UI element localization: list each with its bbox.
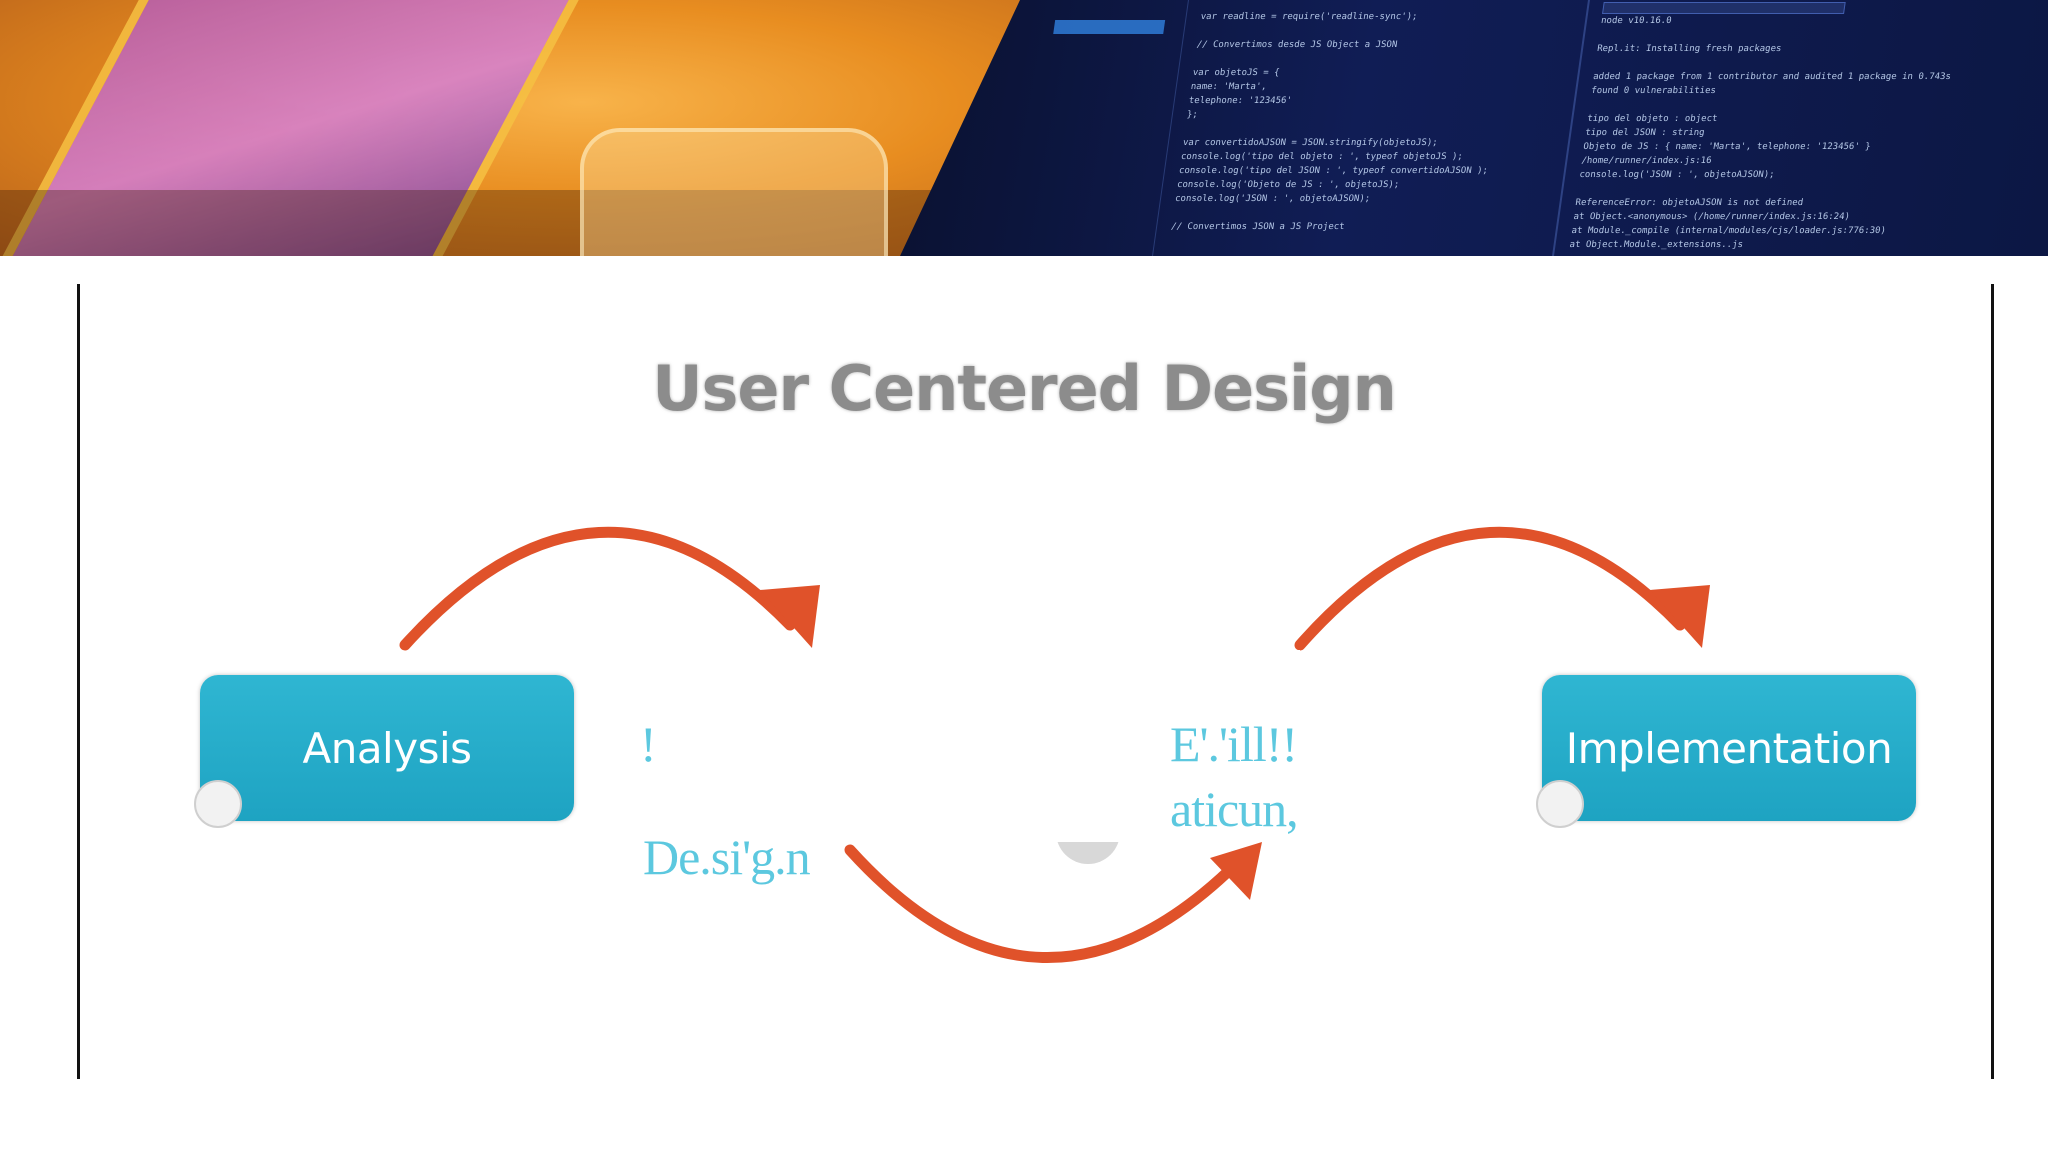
right-frame-line (1991, 284, 1994, 1079)
implementation-corner-circle (1536, 780, 1584, 828)
evaluation-label-fragment-2: aticun, (1170, 781, 1299, 837)
banner-laptop-screen (900, 0, 2048, 256)
analysis-box: Analysis (200, 675, 574, 821)
arrow-design-to-evaluation (844, 844, 1246, 964)
design-fragment-mark: ! (640, 716, 657, 772)
analysis-corner-circle (194, 780, 242, 828)
implementation-label: Implementation (1565, 723, 1893, 773)
banner-band (0, 190, 1000, 256)
arrow-evaluation-to-implementation (1294, 526, 1686, 651)
arrowhead-evaluation-to-implementation (1650, 585, 1710, 648)
arrowhead-analysis-to-design (760, 585, 820, 648)
implementation-box: Implementation (1542, 675, 1916, 821)
banner-glass (580, 128, 888, 256)
left-frame-line (77, 284, 80, 1079)
white-mask-center (840, 650, 1300, 842)
header-banner-image: var readline = require('readline-sync');… (0, 0, 2048, 256)
arrow-analysis-to-design (399, 526, 796, 651)
slide-title: User Centered Design (652, 352, 1397, 425)
arrowhead-design-to-evaluation (1210, 842, 1262, 900)
evaluation-label-fragment-1: E'.'ill!! (1170, 716, 1298, 772)
analysis-label: Analysis (302, 723, 472, 773)
design-label-fragment: De.si'g.n (643, 829, 811, 885)
